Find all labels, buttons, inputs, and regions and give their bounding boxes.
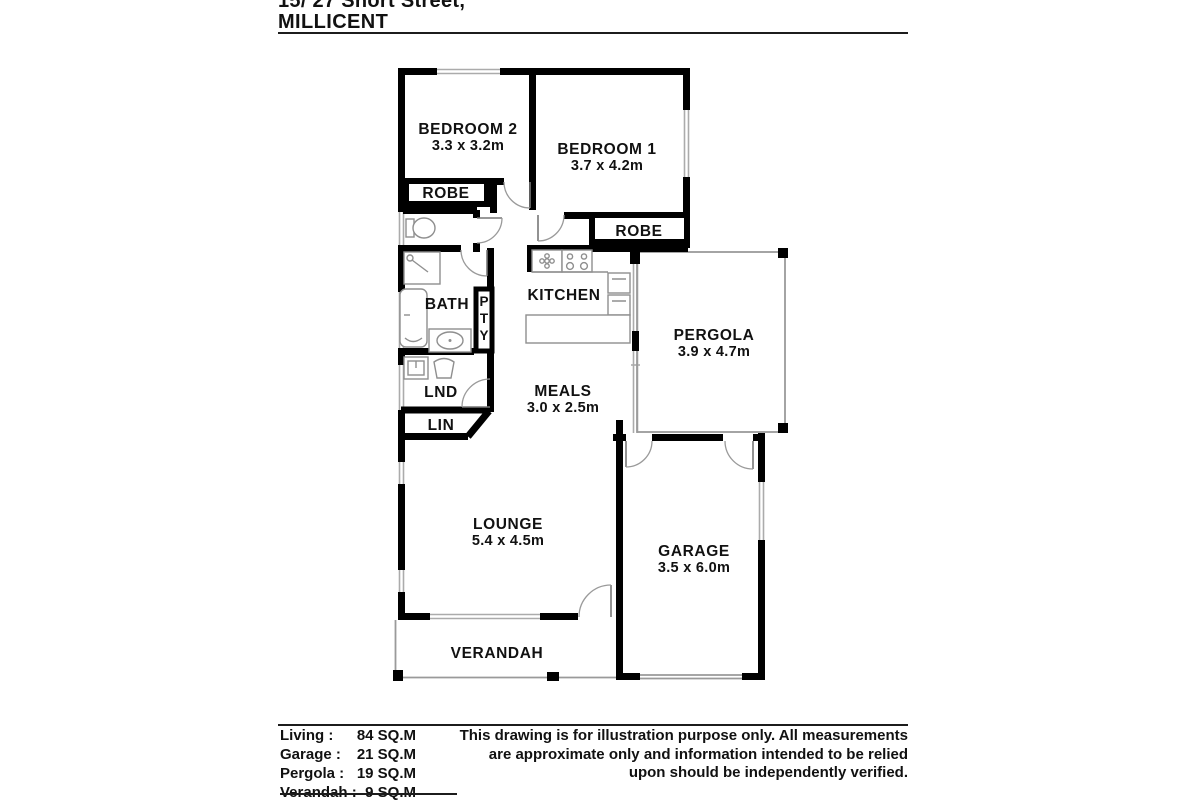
meals-dims: 3.0 x 2.5m (527, 400, 599, 416)
fixtures (399, 217, 631, 380)
legend-row-garage: Garage : 21 SQ.M (280, 745, 416, 764)
robe2-label: ROBE (422, 185, 469, 202)
bath-label: BATH (425, 296, 469, 313)
header-divider (278, 32, 908, 34)
disclaimer: This drawing is for illustration purpose… (388, 727, 908, 783)
legend-label: Verandah : (280, 784, 357, 800)
total-area-value: 133 SQ.M (384, 797, 452, 800)
legend-row-verandah: Verandah : 9 SQ.M (280, 783, 416, 800)
total-divider (280, 793, 457, 795)
legend-value: 9 SQ.M (365, 784, 416, 800)
lounge-label: LOUNGE (473, 516, 543, 533)
robe1-box (589, 212, 690, 245)
lounge-dims: 5.4 x 4.5m (472, 533, 544, 549)
footer-divider (278, 724, 908, 726)
robe1-label: ROBE (615, 223, 662, 240)
garage-label: GARAGE (658, 543, 730, 560)
laundry-basket-icon (433, 357, 455, 379)
garage-left-door (625, 440, 653, 468)
kitchen-label: KITCHEN (527, 287, 600, 304)
total-area-label: TOTAL AREA : (280, 797, 383, 800)
total-area-row: TOTAL AREA : 133 SQ.M (280, 797, 452, 800)
pantry-letter-y: Y (479, 328, 488, 343)
laundry-tub-icon (403, 356, 429, 380)
meals-label: MEALS (534, 383, 591, 400)
pergola-dims: 3.9 x 4.7m (678, 344, 750, 360)
pantry-letter-p: P (479, 294, 488, 309)
legend-label: Garage : (280, 746, 341, 763)
pantry-letter-t: T (480, 311, 489, 326)
bedroom2-dims: 3.3 x 3.2m (432, 138, 504, 154)
shower-icon (403, 251, 441, 285)
kitchen-bench (525, 314, 631, 344)
fridge-icon (607, 272, 631, 316)
pergola-label: PERGOLA (674, 327, 755, 344)
kitchen-sink-icon (531, 249, 563, 273)
legend-label: Living : (280, 727, 334, 744)
verandah-label: VERANDAH (451, 645, 544, 662)
bathtub-icon (399, 288, 428, 348)
area-legend: Living : 84 SQ.M Garage : 21 SQ.M Pergol… (280, 726, 416, 800)
disclaimer-line: are approximate only and information int… (488, 745, 908, 763)
verandah-door (578, 584, 612, 618)
legend-value: 84 SQ.M (356, 727, 416, 744)
bedroom2-label: BEDROOM 2 (418, 121, 517, 138)
laundry-label: LND (424, 384, 458, 401)
garage-right-door (724, 440, 754, 470)
disclaimer-line: This drawing is for illustration purpose… (459, 727, 908, 744)
bedroom1-dims: 3.7 x 4.2m (571, 158, 643, 174)
address-line1: 15/ 27 Short Street, (278, 0, 466, 12)
wc-door (476, 217, 503, 244)
pantry-box (473, 286, 495, 354)
doors (460, 181, 754, 618)
laundry-door (461, 378, 491, 408)
garage-dims: 3.5 x 6.0m (658, 560, 730, 576)
legend-label: Pergola : (280, 765, 345, 782)
disclaimer-line: upon should be independently verified. (628, 764, 908, 781)
legend-value: 19 SQ.M (356, 765, 416, 782)
linen-label: LIN (428, 417, 455, 434)
address-line2: MILLICENT (278, 11, 389, 33)
room-labels: BEDROOM 2 3.3 x 3.2m BEDROOM 1 3.7 x 4.2… (418, 121, 755, 662)
legend-row-pergola: Pergola : 19 SQ.M (280, 764, 416, 783)
bedroom1-door (537, 214, 565, 242)
verandah-outline (393, 620, 742, 681)
vanity-basin-icon (428, 328, 472, 353)
bedroom2-door (503, 181, 531, 209)
toilet-icon (405, 217, 436, 239)
legend-row-living: Living : 84 SQ.M (280, 726, 416, 745)
bath-door (460, 249, 488, 277)
bedroom1-label: BEDROOM 1 (557, 141, 656, 158)
robe2-box (403, 178, 490, 207)
legend-value: 21 SQ.M (356, 746, 416, 763)
stove-icon (561, 249, 593, 273)
